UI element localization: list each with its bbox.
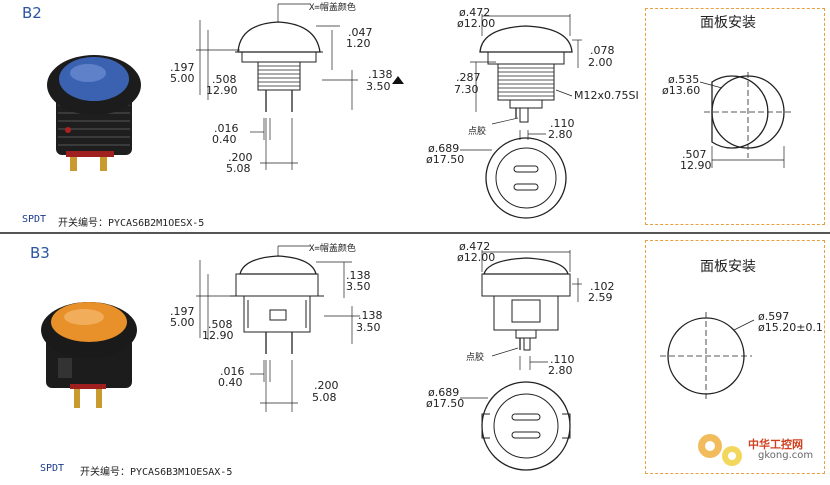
b2-dim2-mm: 1.20 xyxy=(346,37,371,50)
b3-panel-hole-mm: ø15.20±0.1 xyxy=(758,321,823,334)
b2-panel-hole-drawing xyxy=(699,72,792,168)
b2-panel-flat-in: .507 xyxy=(682,148,707,161)
b2-front-view-drawing xyxy=(460,14,582,219)
b3-front-view-drawing xyxy=(460,250,582,471)
b2-front-w-mm: 2.80 xyxy=(548,128,573,141)
b2-dim1-mm: 5.00 xyxy=(170,72,195,85)
b3-panel-hole-drawing xyxy=(660,312,755,400)
b3-base-dia-in: ø.689 xyxy=(428,386,460,399)
b3-front-w-in: .110 xyxy=(550,353,575,366)
b2-dim6-in: .200 xyxy=(228,151,253,164)
b2-dim5-in: .016 xyxy=(214,122,239,135)
b2-front-dia-mm: ø12.00 xyxy=(457,17,496,30)
b2-dim5-mm: 0.40 xyxy=(212,133,237,146)
b2-dim3-mm: 12.90 xyxy=(206,84,238,97)
b2-cap-color-note: X=帽盖颜色 xyxy=(309,3,356,13)
b3-dim2-in: .138 xyxy=(346,269,371,282)
watermark-brand: 中华工控网 xyxy=(748,438,803,451)
b2-front-w-in: .110 xyxy=(550,117,575,130)
b3-base-dia-mm: ø17.50 xyxy=(426,397,465,410)
b2-circuit-type: SPDT xyxy=(22,214,47,225)
b2-panel-hole-mm: ø13.60 xyxy=(662,84,701,97)
b3-front-dia-in: ø.472 xyxy=(459,240,491,253)
b2-front-h1-mm: 2.00 xyxy=(588,56,613,69)
b2-side-view-drawing xyxy=(196,3,404,170)
b2-front-h2-mm: 7.30 xyxy=(454,83,479,96)
b3-front-h1-in: .102 xyxy=(590,280,615,293)
section-label-b3: B3 xyxy=(30,244,50,262)
b3-panel-hole-in: ø.597 xyxy=(758,310,790,323)
b2-product-photo xyxy=(47,55,141,171)
b3-dim6-in: .200 xyxy=(314,379,339,392)
b3-side-view-drawing xyxy=(196,245,360,412)
section-divider xyxy=(0,232,830,234)
b2-thread-spec: M12x0.75SI xyxy=(574,89,639,102)
b3-dim1-in: .197 xyxy=(170,305,195,318)
section-label-b2: B2 xyxy=(22,4,42,22)
b2-panel-flat-mm: 12.90 xyxy=(680,159,712,172)
b2-front-dia-in: ø.472 xyxy=(459,6,491,19)
b2-dim3-in: .508 xyxy=(212,73,237,86)
b3-part-number: 开关编号：PYCAS6B3M1OESAX-5 xyxy=(80,467,233,478)
b3-dim5-mm: 0.40 xyxy=(218,376,243,389)
b2-dim4-mm: 3.50 xyxy=(366,80,391,93)
b3-front-dia-mm: ø12.00 xyxy=(457,251,496,264)
b2-panel-hole-in: ø.535 xyxy=(668,73,700,86)
b2-front-h2-in: .287 xyxy=(456,71,481,84)
b2-panel-title: 面板安装 xyxy=(700,15,756,31)
b2-dim4-in: .138 xyxy=(368,68,393,81)
b2-base-dia-in: ø.689 xyxy=(428,142,460,155)
b3-dim1-mm: 5.00 xyxy=(170,316,195,329)
b2-dim1-in: .197 xyxy=(170,61,195,74)
watermark-url: gkong.com xyxy=(758,450,814,461)
b2-dot-glue-label: 点胶 xyxy=(468,127,487,137)
b3-dim2-mm: 3.50 xyxy=(346,280,371,293)
b3-dim4-in: .138 xyxy=(358,309,383,322)
b2-base-dia-mm: ø17.50 xyxy=(426,153,465,166)
b3-panel-title: 面板安装 xyxy=(700,259,756,275)
b3-circuit-type: SPDT xyxy=(40,463,65,474)
b2-dim2-in: .047 xyxy=(348,26,373,39)
b3-dim3-in: .508 xyxy=(208,318,233,331)
b2-part-number: 开关编号：PYCAS6B2M1OESX-5 xyxy=(58,218,205,229)
b2-dim6-mm: 5.08 xyxy=(226,162,251,175)
b2-front-h1-in: .078 xyxy=(590,44,615,57)
b3-front-w-mm: 2.80 xyxy=(548,364,573,377)
b3-dim4-mm: 3.50 xyxy=(356,321,381,334)
b3-cap-color-note: X=帽盖颜色 xyxy=(309,244,356,254)
b3-dim5-in: .016 xyxy=(220,365,245,378)
b3-dot-glue-label: 点胶 xyxy=(466,353,485,363)
watermark-gear-logo xyxy=(698,434,742,466)
b3-dim6-mm: 5.08 xyxy=(312,391,337,404)
b3-front-h1-mm: 2.59 xyxy=(588,291,613,304)
b3-product-photo xyxy=(41,302,137,408)
b3-dim3-mm: 12.90 xyxy=(202,329,234,342)
b2-panel-mount-box xyxy=(645,8,825,225)
b3-panel-mount-box xyxy=(645,240,825,474)
